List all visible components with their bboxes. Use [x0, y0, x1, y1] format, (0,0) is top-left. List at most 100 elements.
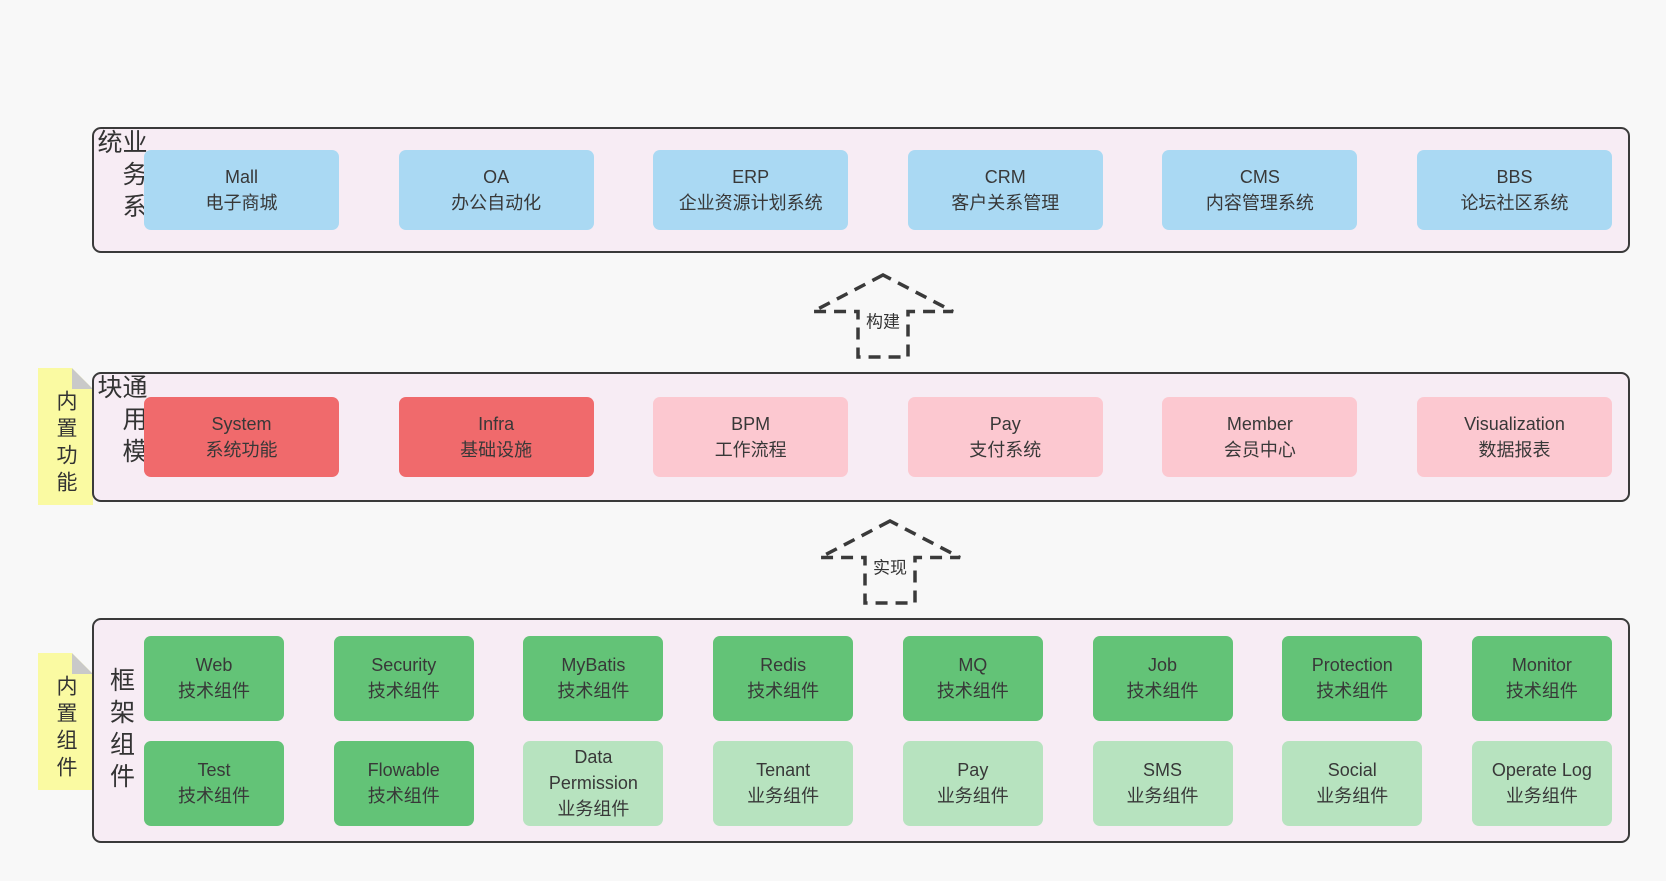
band-label-framework-components: 框架组件 — [106, 666, 135, 795]
module-box: Pay 业务组件 — [902, 740, 1043, 826]
module-box: Data Permission 业务组件 — [523, 740, 664, 826]
module-subtitle: 技术组件 — [178, 786, 250, 806]
module-subtitle: 技术组件 — [936, 681, 1009, 701]
module-name: Infra — [478, 414, 515, 434]
arrow-label: 实现 — [870, 552, 910, 580]
sticky-note-label: 内置功能 — [54, 389, 77, 498]
arrow-up-icon — [812, 273, 954, 359]
module-name: Pay — [989, 414, 1021, 434]
module-name: Monitor — [1511, 655, 1572, 675]
module-name: MyBatis — [561, 655, 626, 675]
module-name: Operate Log — [1491, 760, 1592, 780]
module-name: Flowable — [367, 760, 440, 780]
module-box: Protection 技术组件 — [1282, 635, 1423, 721]
module-subtitle: 业务组件 — [1505, 786, 1578, 806]
module-name: CRM — [984, 167, 1026, 187]
module-box: Web 技术组件 — [144, 635, 284, 721]
module-box: Job 技术组件 — [1092, 635, 1233, 721]
module-subtitle: 业务组件 — [1316, 786, 1389, 806]
module-box: BPM 工作流程 — [653, 397, 849, 477]
module-box: Test 技术组件 — [144, 740, 284, 826]
module-name: ERP — [732, 167, 770, 187]
band-common-modules: 通用模块 System 系统功能 Infra 基础设施 BPM 工作流程 Pay… — [92, 372, 1630, 502]
module-subtitle: 技术组件 — [1316, 681, 1389, 701]
module-subtitle: 客户关系管理 — [951, 193, 1060, 213]
module-subtitle: 系统功能 — [205, 440, 278, 460]
module-name: Mall — [224, 167, 258, 187]
band-label-common-modules: 通用模块 — [94, 374, 147, 470]
module-box: CMS 内容管理系统 — [1162, 150, 1358, 230]
module-name: Social — [1327, 760, 1377, 780]
module-subtitle: 工作流程 — [714, 440, 787, 460]
module-name: Web — [195, 655, 233, 675]
module-subtitle: 数据报表 — [1478, 440, 1551, 460]
module-name: Visualization — [1464, 414, 1565, 434]
module-box: OA 办公自动化 — [398, 150, 594, 230]
sticky-note-built-in-components: 内置组件 — [38, 653, 93, 790]
band-business-systems: 业务系统 Mall 电子商城 OA 办公自动化 ERP 企业资源计划系统 CRM… — [92, 127, 1630, 253]
module-name: Member — [1226, 414, 1293, 434]
arrow-label: 构建 — [863, 306, 903, 334]
module-subtitle: 技术组件 — [747, 681, 820, 701]
sticky-note-label: 内置组件 — [54, 674, 77, 783]
modules-boxes-row: System 系统功能 Infra 基础设施 BPM 工作流程 Pay 支付系统… — [144, 374, 1612, 500]
module-box: MyBatis 技术组件 — [523, 635, 664, 721]
module-name: MQ — [958, 655, 988, 675]
module-subtitle: 办公自动化 — [451, 193, 542, 213]
module-subtitle: 电子商城 — [205, 193, 278, 213]
module-subtitle: 论坛社区系统 — [1460, 193, 1569, 213]
band-framework-components: 框架组件 Web 技术组件 Security 技术组件 MyBatis 技术组件 — [92, 618, 1630, 843]
module-subtitle: 技术组件 — [367, 786, 440, 806]
module-name: Data Permission — [548, 747, 638, 793]
module-box: SMS 业务组件 — [1092, 740, 1233, 826]
module-subtitle: 业务组件 — [936, 786, 1009, 806]
module-name: Redis — [760, 655, 807, 675]
module-name: Pay — [957, 760, 989, 780]
module-subtitle: 业务组件 — [747, 786, 820, 806]
module-subtitle: 内容管理系统 — [1205, 193, 1314, 213]
module-box: ERP 企业资源计划系统 — [653, 150, 849, 230]
module-name: Test — [197, 760, 231, 780]
module-box: BBS 论坛社区系统 — [1416, 150, 1612, 230]
framework-rows: Web 技术组件 Security 技术组件 MyBatis 技术组件 Redi… — [144, 620, 1612, 841]
module-box: Security 技术组件 — [333, 635, 474, 721]
module-subtitle: 支付系统 — [969, 440, 1042, 460]
module-subtitle: 基础设施 — [460, 440, 533, 460]
module-name: Security — [371, 655, 437, 675]
module-name: OA — [483, 167, 510, 187]
module-name: Protection — [1311, 655, 1393, 675]
module-name: BBS — [1496, 167, 1533, 187]
module-subtitle: 企业资源计划系统 — [678, 193, 823, 213]
module-box: Operate Log 业务组件 — [1471, 740, 1612, 826]
module-box: Tenant 业务组件 — [713, 740, 854, 826]
arrow-implement: 实现 — [817, 519, 963, 605]
module-box: Pay 支付系统 — [907, 397, 1103, 477]
module-subtitle: 技术组件 — [1505, 681, 1578, 701]
module-box: Flowable 技术组件 — [333, 740, 474, 826]
module-subtitle: 业务组件 — [1126, 786, 1199, 806]
framework-row-2: Test 技术组件 Flowable 技术组件 Data Permission … — [144, 740, 1612, 826]
module-name: SMS — [1143, 760, 1183, 780]
band-label-business-systems: 业务系统 — [94, 129, 147, 225]
module-box: Mall 电子商城 — [144, 150, 339, 230]
arrow-up-icon — [819, 519, 961, 605]
sticky-note-built-in-features: 内置功能 — [38, 368, 93, 505]
module-name: CMS — [1239, 167, 1280, 187]
module-name: Job — [1148, 655, 1178, 675]
business-boxes-row: Mall 电子商城 OA 办公自动化 ERP 企业资源计划系统 CRM 客户关系… — [144, 129, 1612, 251]
framework-row-1: Web 技术组件 Security 技术组件 MyBatis 技术组件 Redi… — [144, 635, 1612, 721]
module-subtitle: 技术组件 — [367, 681, 440, 701]
module-subtitle: 会员中心 — [1223, 440, 1296, 460]
module-box: Visualization 数据报表 — [1416, 397, 1612, 477]
module-subtitle: 技术组件 — [557, 681, 630, 701]
module-name: BPM — [731, 414, 771, 434]
module-box: Infra 基础设施 — [398, 397, 594, 477]
module-subtitle: 业务组件 — [557, 799, 630, 819]
module-name: System — [211, 414, 272, 434]
arrow-build: 构建 — [810, 273, 956, 359]
module-box: MQ 技术组件 — [902, 635, 1043, 721]
module-subtitle: 技术组件 — [1126, 681, 1199, 701]
module-box: CRM 客户关系管理 — [907, 150, 1103, 230]
module-box: Social 业务组件 — [1282, 740, 1423, 826]
module-name: Tenant — [756, 760, 811, 780]
